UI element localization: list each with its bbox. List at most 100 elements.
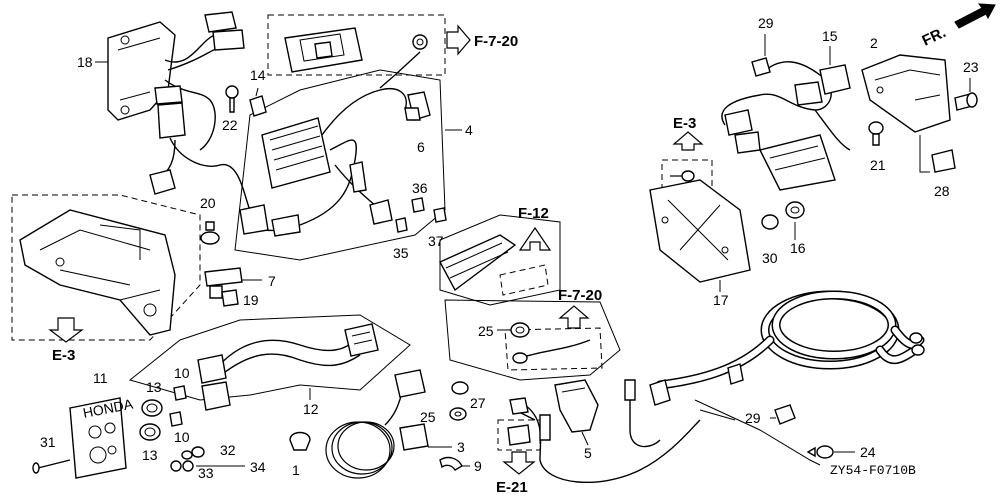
label-30: 30 — [762, 250, 778, 266]
label-20: 20 — [200, 195, 216, 211]
part-4-harness — [239, 51, 421, 237]
left-frame-panel — [19, 209, 176, 336]
ref-f12: F-12 — [518, 205, 552, 251]
part-11-panel: HONDA — [69, 395, 135, 479]
part-7-bracket — [204, 267, 243, 299]
label-19: 19 — [243, 292, 259, 308]
label-28: 28 — [934, 183, 950, 199]
label-3: 3 — [457, 439, 465, 455]
label-18: 18 — [77, 54, 93, 70]
part-12-bracket-outline — [439, 214, 561, 306]
label-25a: 25 — [478, 323, 494, 339]
part-27-nut — [451, 381, 469, 395]
part-13-grommet-lower — [139, 423, 161, 441]
f12-dashed-plate — [499, 264, 549, 296]
ref-e3-right: E-3 — [672, 115, 704, 151]
part-32-washer — [181, 446, 205, 460]
label-24: 24 — [860, 444, 876, 460]
part-35-clip — [395, 217, 408, 233]
part-23-bolt — [954, 92, 978, 111]
ground-lead-cable — [509, 379, 701, 484]
part-10-plug-lower — [169, 411, 183, 427]
part-2-bracket — [861, 54, 951, 133]
label-2: 2 — [870, 35, 878, 51]
ref-e3-right-label: E-3 — [673, 115, 696, 132]
label-11: 11 — [93, 370, 108, 386]
label-33: 33 — [198, 465, 214, 481]
label-34: 34 — [250, 459, 266, 475]
front-direction-arrow: FR. — [920, 3, 996, 50]
part-14-clip — [249, 87, 267, 117]
ref-e3-left-label: E-3 — [52, 347, 75, 364]
part-19-clip — [221, 289, 239, 307]
ref-f12-label: F-12 — [518, 205, 549, 222]
part-28-clip — [931, 149, 956, 173]
part-16-grommet — [785, 201, 805, 219]
label-23: 23 — [963, 59, 979, 75]
part-3-coiled-cable — [325, 369, 429, 479]
label-10a: 10 — [174, 365, 190, 381]
part-37-clip — [433, 207, 447, 223]
f12-module — [439, 234, 517, 292]
part-29-clip-lower — [774, 404, 796, 425]
label-4: 4 — [465, 122, 473, 138]
part-25-nut-lower — [449, 407, 467, 421]
ref-e21: E-21 — [496, 451, 536, 496]
part-10-plug-upper — [173, 385, 187, 401]
f720-top-region — [267, 14, 446, 76]
label-21: 21 — [870, 157, 886, 173]
ref-f720-top-label: F-7-20 — [474, 33, 518, 50]
part-15-harness — [721, 61, 851, 191]
part-31-screw — [32, 459, 71, 474]
part-21-bolt — [868, 121, 884, 146]
label-7: 7 — [268, 273, 276, 289]
leader-28 — [919, 135, 930, 173]
label-16: 16 — [790, 240, 806, 256]
leader-5 — [581, 431, 589, 446]
ref-f720-top: F-7-20 — [446, 24, 518, 56]
top-grommet — [412, 34, 428, 50]
part-5-plug-cap — [554, 379, 599, 433]
label-35: 35 — [393, 245, 409, 261]
ref-e3-left: E-3 — [48, 317, 84, 364]
ref-f720-mid-label: F-7-20 — [558, 287, 602, 304]
label-36: 36 — [412, 180, 428, 196]
part-20-bolt — [200, 221, 220, 245]
label-29a: 29 — [758, 15, 774, 31]
part-13-grommet-upper — [141, 399, 163, 417]
label-25b: 25 — [420, 409, 436, 425]
label-32: 32 — [220, 442, 236, 458]
part-33-washer — [170, 460, 194, 472]
label-27: 27 — [470, 395, 486, 411]
label-6: 6 — [417, 139, 425, 155]
label-37: 37 — [428, 233, 444, 249]
part-30-nut — [761, 214, 779, 230]
part-1-clamp — [289, 431, 311, 451]
ref-e21-label: E-21 — [496, 479, 528, 496]
label-31: 31 — [40, 434, 56, 450]
label-10b: 10 — [174, 429, 190, 445]
part-6-cap — [404, 91, 431, 121]
part-25-nut-upper — [510, 322, 530, 338]
label-14: 14 — [250, 67, 266, 83]
main-coiled-cable — [649, 290, 925, 406]
part-17-panel — [649, 179, 751, 283]
label-5: 5 — [584, 445, 592, 461]
ground-strap — [512, 339, 591, 364]
drawing-code: ZY54-F0710B — [830, 463, 916, 478]
label-13a: 13 — [146, 379, 162, 395]
e3-screw — [670, 170, 695, 182]
left-frame-region — [11, 194, 201, 341]
label-29b: 29 — [745, 410, 761, 426]
label-12: 12 — [303, 401, 319, 417]
label-13b: 13 — [142, 447, 158, 463]
label-9: 9 — [474, 458, 482, 474]
label-22: 22 — [222, 117, 238, 133]
f720-mid-region — [504, 327, 603, 371]
e21-terminal — [507, 424, 531, 446]
part-22-bolt — [225, 85, 239, 113]
ref-f720-mid: F-7-20 — [558, 287, 602, 329]
part-24-bolt — [806, 445, 834, 459]
label-17: 17 — [713, 292, 729, 308]
